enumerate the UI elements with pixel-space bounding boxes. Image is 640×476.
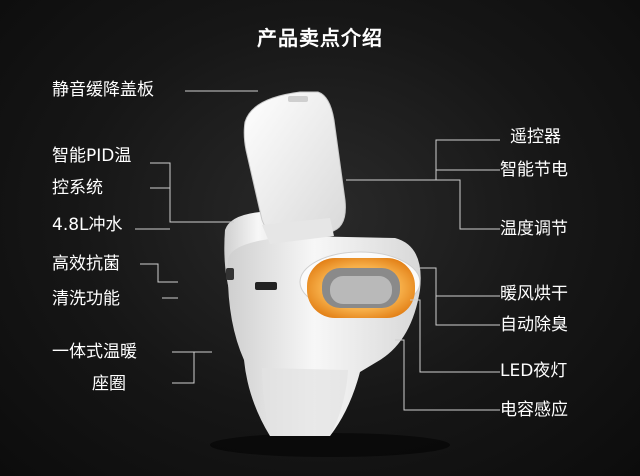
feature-antibacterial: 高效抗菌 [52, 254, 120, 274]
feature-pid-temperature-line1: 智能PID温 [52, 146, 132, 166]
feature-heated-seat-line2: 座圈 [92, 374, 126, 394]
feature-energy-saving: 智能节电 [500, 160, 568, 180]
feature-flush-volume: 4.8L冲水 [52, 215, 123, 235]
feature-auto-deodorize: 自动除臭 [500, 315, 568, 335]
feature-capacitive-sensing: 电容感应 [500, 400, 568, 420]
feature-soft-close-lid: 静音缓降盖板 [52, 80, 154, 100]
feature-heated-seat-line1: 一体式温暖 [52, 342, 137, 362]
feature-remote-control: 遥控器 [510, 127, 561, 147]
feature-led-night-light: LED夜灯 [500, 361, 568, 381]
feature-temperature-adjust: 温度调节 [500, 219, 568, 239]
feature-warm-air-dry: 暖风烘干 [500, 284, 568, 304]
leader-lines [135, 90, 500, 411]
feature-pid-temperature-line2: 控系统 [52, 178, 103, 198]
feature-cleaning: 清洗功能 [52, 289, 120, 309]
lid [243, 91, 346, 237]
floor-shadow [210, 433, 450, 457]
poster-title: 产品卖点介绍 [257, 26, 383, 50]
